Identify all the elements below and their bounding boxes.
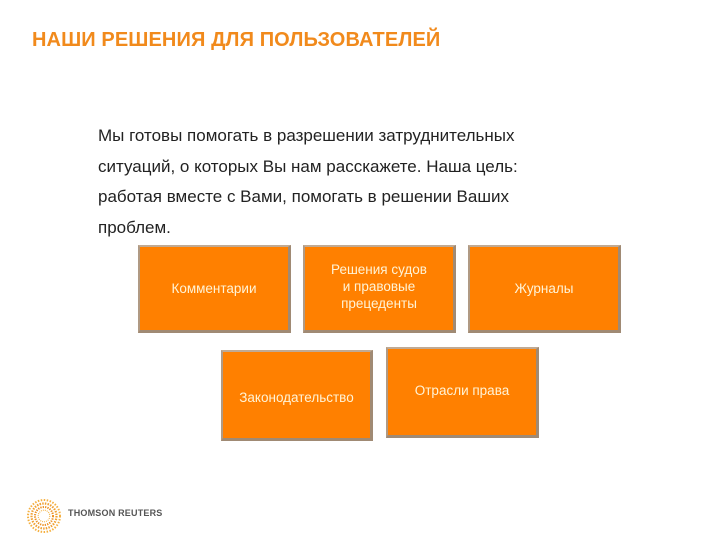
box-label: Решения судов и правовые прецеденты: [331, 261, 427, 316]
box-legislation[interactable]: Законодательство: [221, 350, 373, 441]
thomson-reuters-logo-icon: [27, 499, 61, 533]
box-label: Комментарии: [171, 281, 257, 296]
box-label-line: и правовые: [342, 279, 416, 294]
box-label: Журналы: [514, 281, 574, 296]
box-journals[interactable]: Журналы: [468, 245, 621, 333]
box-label: Законодательство: [239, 389, 354, 405]
intro-line: ситуаций, о которых Вы нам расскажете. Н…: [98, 156, 518, 176]
intro-line: Мы готовы помогать в разрешении затрудни…: [98, 126, 515, 145]
box-label-line: Решения судов: [331, 262, 427, 277]
box-label-line: прецеденты: [341, 296, 417, 311]
slide-title: НАШИ РЕШЕНИЯ ДЛЯ ПОЛЬЗОВАТЕЛЕЙ: [32, 29, 441, 51]
box-branches-of-law[interactable]: Отрасли права: [386, 347, 539, 438]
box-commentaries[interactable]: Комментарии: [138, 245, 291, 333]
box-label: Отрасли права: [414, 382, 510, 398]
logo-text: THOMSON REUTERS: [68, 508, 163, 518]
box-court-decisions[interactable]: Решения судов и правовые прецеденты: [303, 245, 456, 333]
intro-line: работая вместе с Вами, помогать в решени…: [98, 187, 509, 206]
intro-paragraph: Мы готовы помогать в разрешении затрудни…: [98, 121, 638, 243]
intro-line: проблем.: [98, 217, 171, 237]
